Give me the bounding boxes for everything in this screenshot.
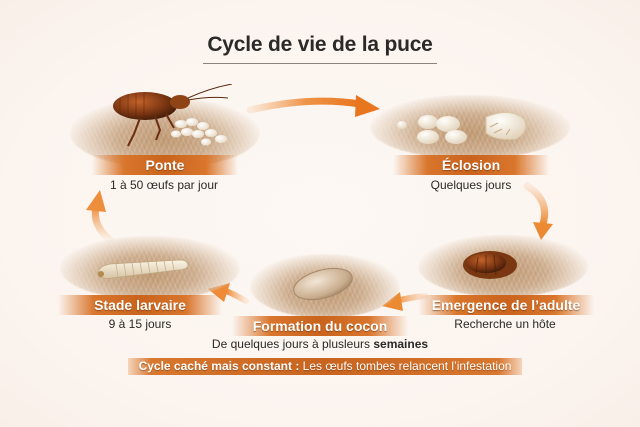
adult-flea-laying-eggs-illustration (113, 84, 233, 147)
arrow-down-icon (523, 182, 553, 240)
arrow-right-icon (246, 95, 380, 117)
eggs-hatching-illustration (397, 112, 527, 144)
stage-detail-ponte: 1 à 50 œufs par jour (109, 178, 219, 192)
cocon-detail-prefix: De quelques jours à plusleurs (211, 337, 374, 351)
stage-eclosion (370, 95, 570, 165)
cocon-detail-emphasis: semaines (373, 337, 429, 351)
title-underline (203, 63, 437, 64)
stage-larvaire (60, 236, 240, 300)
stage-detail-eclosion: Quelques jours (430, 178, 512, 192)
stage-detail-larvaire: 9 à 15 jours (108, 317, 172, 331)
stage-detail-cocon: De quelques jours à plusleurs semaines (195, 337, 445, 351)
stage-label-eclosion: Éclosion (393, 155, 549, 175)
diagram-title: Cycle de vie de la puce (207, 33, 433, 56)
stage-emergence (418, 235, 588, 297)
adult-flea-emerging-illustration (463, 251, 517, 279)
stage-label-cocon: Formation du cocon (232, 316, 408, 336)
stage-label-ponte: Ponte (92, 155, 238, 175)
stage-cocon (250, 250, 400, 318)
stage-label-emergence: Emergence de l’adulte (418, 295, 594, 315)
banner-strong-text: Cycle caché mais constant : (138, 359, 300, 373)
larva-illustration (97, 259, 189, 279)
summary-banner: Cycle caché mais constant : Les œufs tom… (128, 358, 522, 375)
stage-label-larvaire: Stade larvaire (58, 295, 222, 315)
banner-text: Les œufs tombes relancent l’infestation (299, 359, 512, 373)
pupa-cocoon-illustration (293, 267, 353, 301)
stage-detail-emergence: Recherche un hôte (454, 317, 556, 331)
